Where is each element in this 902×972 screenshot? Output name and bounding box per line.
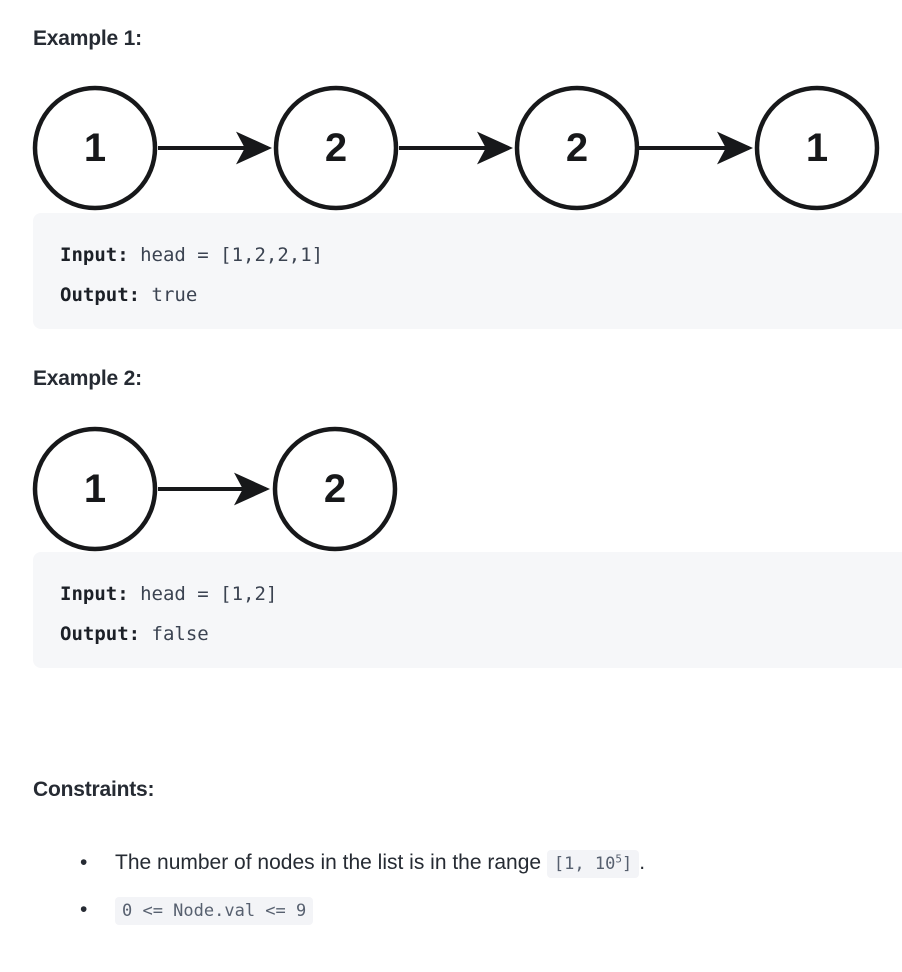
- example-2-heading: Example 2:: [33, 367, 142, 390]
- linked-list-node-value: 2: [325, 126, 347, 170]
- output-value: false: [140, 623, 209, 645]
- example-2-output-line: Output: false: [60, 614, 902, 654]
- output-label: Output:: [60, 623, 141, 645]
- constraint-item: • The number of nodes in the list is in t…: [0, 840, 902, 887]
- output-value: true: [140, 284, 198, 306]
- constraints-heading: Constraints:: [33, 778, 155, 801]
- linked-list-node: 2: [272, 426, 398, 552]
- inline-code-suffix: ]: [621, 854, 633, 874]
- linked-list-diagram-example-2: 1 2: [0, 426, 902, 552]
- constraint-text: The number of nodes in the list is in th…: [115, 851, 547, 874]
- linked-list-node: 1: [754, 85, 880, 211]
- bullet-icon: •: [80, 851, 88, 874]
- example-1-heading: Example 1:: [33, 27, 142, 50]
- constraint-item: • 0 <= Node.val <= 9: [0, 887, 902, 934]
- output-label: Output:: [60, 284, 141, 306]
- linked-list-node: 2: [514, 85, 640, 211]
- bullet-icon: •: [80, 898, 88, 921]
- input-label: Input:: [60, 244, 129, 266]
- input-value: head = [1,2,2,1]: [128, 244, 324, 266]
- linked-list-node-value: 2: [324, 467, 346, 511]
- linked-list-node-value: 1: [806, 126, 828, 170]
- linked-list-diagram-example-1: 1 2 2 1: [0, 85, 902, 211]
- inline-code-node-range: [1, 105]: [546, 850, 640, 878]
- linked-list-node-value: 2: [566, 126, 588, 170]
- constraints-list: • The number of nodes in the list is in t…: [0, 840, 902, 934]
- linked-list-node-value: 1: [84, 126, 106, 170]
- example-1-input-line: Input: head = [1,2,2,1]: [60, 235, 902, 275]
- inline-code-prefix: [1, 10: [553, 854, 616, 874]
- input-label: Input:: [60, 583, 129, 605]
- example-2-input-line: Input: head = [1,2]: [60, 574, 902, 614]
- inline-code-node-val: 0 <= Node.val <= 9: [115, 897, 314, 925]
- linked-list-node: 2: [273, 85, 399, 211]
- example-2-code-block: Input: head = [1,2] Output: false: [33, 552, 902, 668]
- linked-list-node-value: 1: [84, 467, 106, 511]
- inline-code-superscript: 5: [615, 852, 622, 866]
- input-value: head = [1,2]: [128, 583, 278, 605]
- constraint-trailing-text: .: [639, 851, 646, 874]
- example-1-output-line: Output: true: [60, 275, 902, 315]
- linked-list-node: 1: [32, 85, 158, 211]
- linked-list-node: 1: [32, 426, 158, 552]
- example-1-code-block: Input: head = [1,2,2,1] Output: true: [33, 213, 902, 329]
